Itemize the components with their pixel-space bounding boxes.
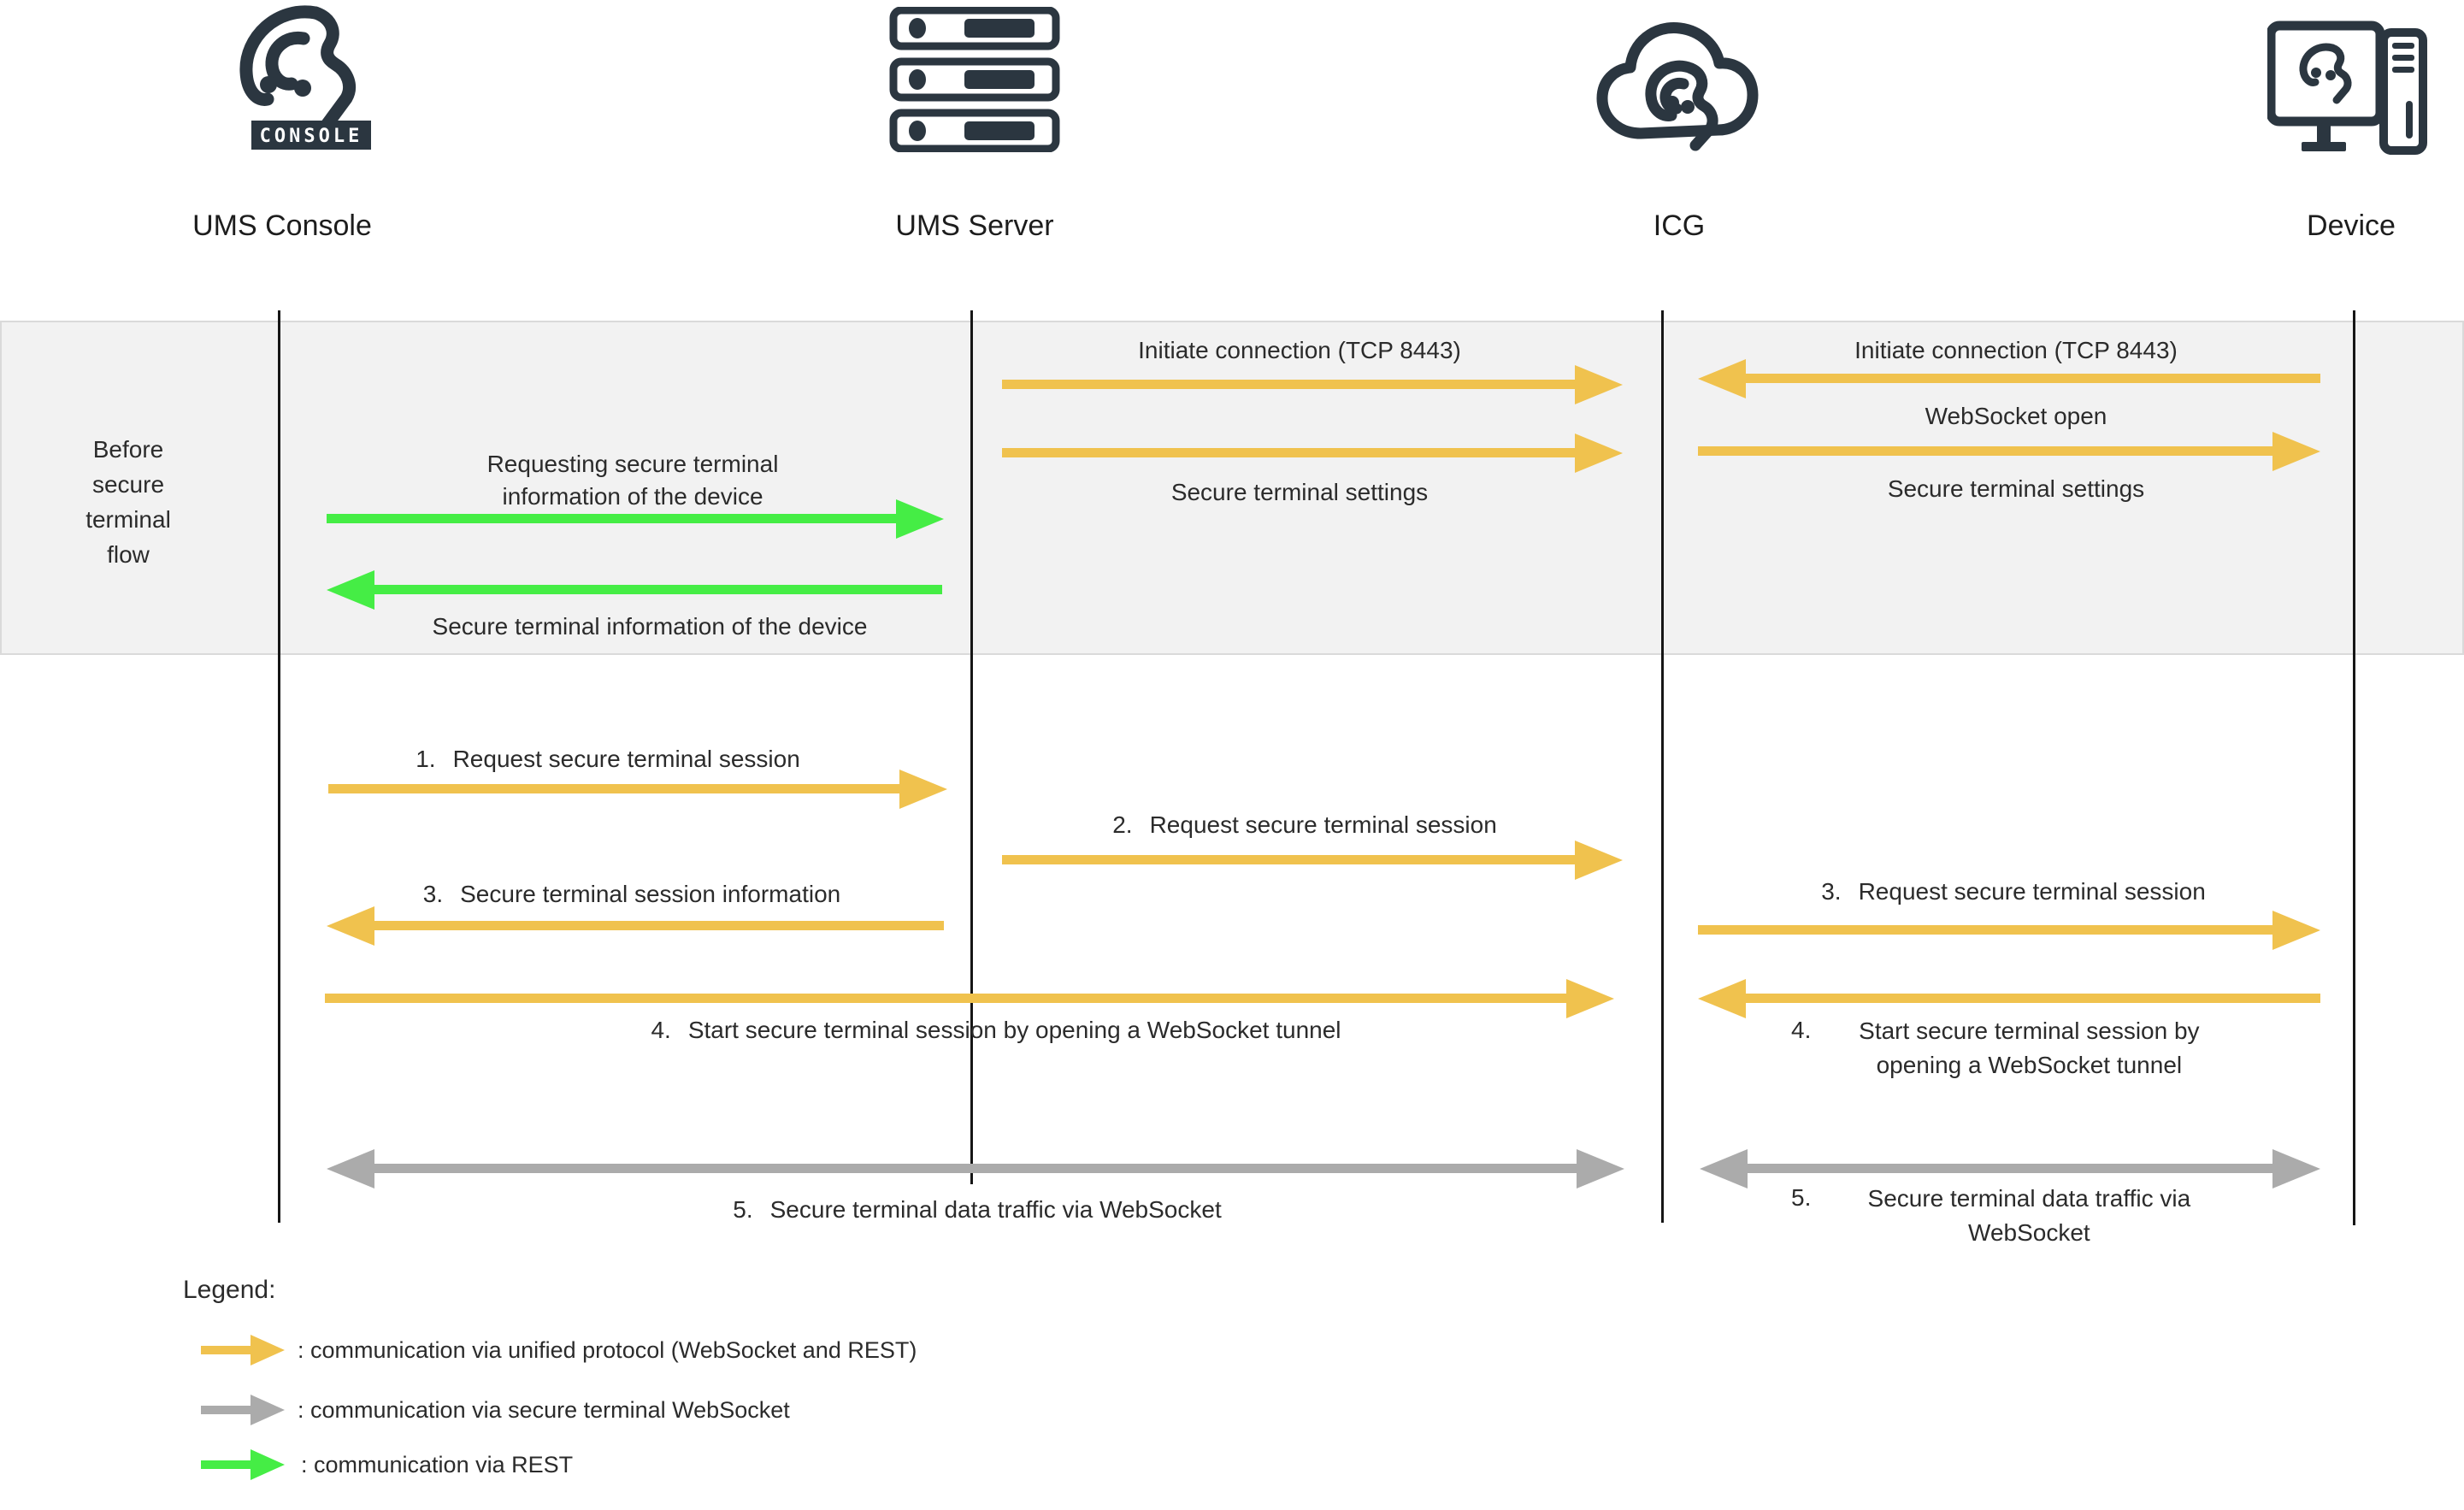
lifeline-device: [2353, 310, 2355, 1225]
legend-rest-label: : communication via REST: [301, 1452, 574, 1478]
msg-secure-terminal-information-response: Secure terminal information of the devic…: [432, 613, 868, 640]
arrow-websocket-open-icg-device: [1698, 432, 2320, 471]
arrow-step-1: [328, 770, 947, 809]
msg-step-4-left: 4. Start secure terminal session by openi…: [590, 1014, 1402, 1047]
actor-label-device: Device: [2307, 209, 2396, 242]
msg-initiate-connection-device-icg: Initiate connection (TCP 8443): [1854, 337, 2178, 363]
device-tower: [2379, 28, 2427, 155]
step-1-text: Request secure terminal session: [452, 746, 800, 772]
step-3-right-number: 3.: [1821, 878, 1842, 905]
arrow-step-2: [1002, 841, 1623, 880]
before-flow-row-label: Before secure terminal flow: [85, 436, 171, 568]
msg-step-3-left: 3. Secure terminal session information: [333, 878, 931, 911]
lifeline-icg: [1661, 310, 1664, 1223]
msg-requesting-secure-terminal-information: Requesting secure terminal information o…: [486, 451, 779, 510]
arrow-secure-terminal-settings-server-icg: [1002, 434, 1623, 473]
arrow-step-3-right: [1698, 911, 2320, 950]
actor-label-ums-server: UMS Server: [895, 209, 1054, 242]
step-5-right-number: 5.: [1791, 1184, 1812, 1211]
arrow-initiate-connection-server-icg: [1002, 365, 1623, 404]
msg-step-1: 1. Request secure terminal session: [309, 743, 907, 776]
arrow-step-4-right: [1698, 979, 2320, 1018]
legend-unified-protocol-arrow-icon: [201, 1335, 285, 1365]
arrow-step-5-right: [1700, 1149, 2320, 1189]
msg-step-2: 2. Request secure terminal session: [1005, 809, 1604, 841]
step-3-left-number: 3.: [422, 881, 444, 907]
arrow-initiate-connection-device-icg: [1698, 359, 2320, 398]
legend-secure-websocket-label: : communication via secure terminal WebS…: [298, 1397, 790, 1423]
msg-secure-terminal-settings-icg-device: Secure terminal settings: [1887, 475, 2145, 502]
step-5-left-number: 5.: [733, 1196, 753, 1223]
msg-step-4-right: 4. Start secure terminal session by open…: [1791, 1014, 2236, 1082]
lifeline-ums-server: [970, 310, 973, 1184]
console-plate: [251, 121, 371, 150]
step-2-number: 2.: [1112, 811, 1133, 838]
step-5-left-text: Secure terminal data traffic via WebSock…: [769, 1196, 1222, 1223]
ums-server-icon: [889, 7, 1060, 152]
step-3-right-text: Request secure terminal session: [1858, 878, 2206, 905]
step-4-right-text: Start secure terminal session by opening…: [1859, 1017, 2200, 1078]
legend-rest-arrow-icon: [201, 1449, 285, 1480]
lifeline-ums-console: [278, 310, 280, 1223]
actor-label-ums-console: UMS Console: [192, 209, 372, 242]
device-icon: [2267, 21, 2427, 155]
arrow-step-3-left: [327, 906, 944, 946]
arrow-requesting-secure-terminal-information: [327, 499, 944, 539]
msg-step-5-left: 5. Secure terminal data traffic via WebSo…: [592, 1194, 1362, 1226]
msg-initiate-connection-server-icg: Initiate connection (TCP 8443): [1138, 337, 1461, 363]
console-plate-label: CONSOLE: [260, 126, 363, 147]
step-1-number: 1.: [416, 746, 436, 772]
step-4-right-number: 4.: [1791, 1017, 1812, 1043]
arrow-step-4-long: [325, 979, 1614, 1018]
msg-secure-terminal-settings-server-icg: Secure terminal settings: [1170, 479, 1429, 505]
icg-cloud-icon: [1596, 22, 1759, 151]
step-3-left-text: Secure terminal session information: [460, 881, 841, 907]
step-4-left-number: 4.: [651, 1017, 671, 1043]
msg-websocket-open: WebSocket open: [1925, 403, 2107, 429]
msg-step-3-right: 3. Request secure terminal session: [1714, 876, 2313, 908]
step-2-text: Request secure terminal session: [1149, 811, 1497, 838]
arrow-step-5-left: [327, 1149, 1624, 1189]
step-5-right-text: Secure terminal data traffic via WebSock…: [1867, 1185, 2191, 1246]
device-monitor: [2267, 21, 2385, 127]
legend-title: Legend:: [183, 1276, 276, 1304]
step-4-left-text: Start secure terminal session by opening…: [687, 1017, 1341, 1043]
ums-console-icon: CONSOLE: [239, 5, 371, 150]
legend-unified-protocol-label: : communication via unified protocol (We…: [298, 1337, 917, 1363]
actor-label-icg: ICG: [1653, 209, 1706, 242]
arrow-secure-terminal-information-response: [327, 570, 942, 610]
msg-step-5-right: 5. Secure terminal data traffic via WebS…: [1791, 1182, 2236, 1250]
legend-secure-websocket-arrow-icon: [201, 1395, 285, 1425]
